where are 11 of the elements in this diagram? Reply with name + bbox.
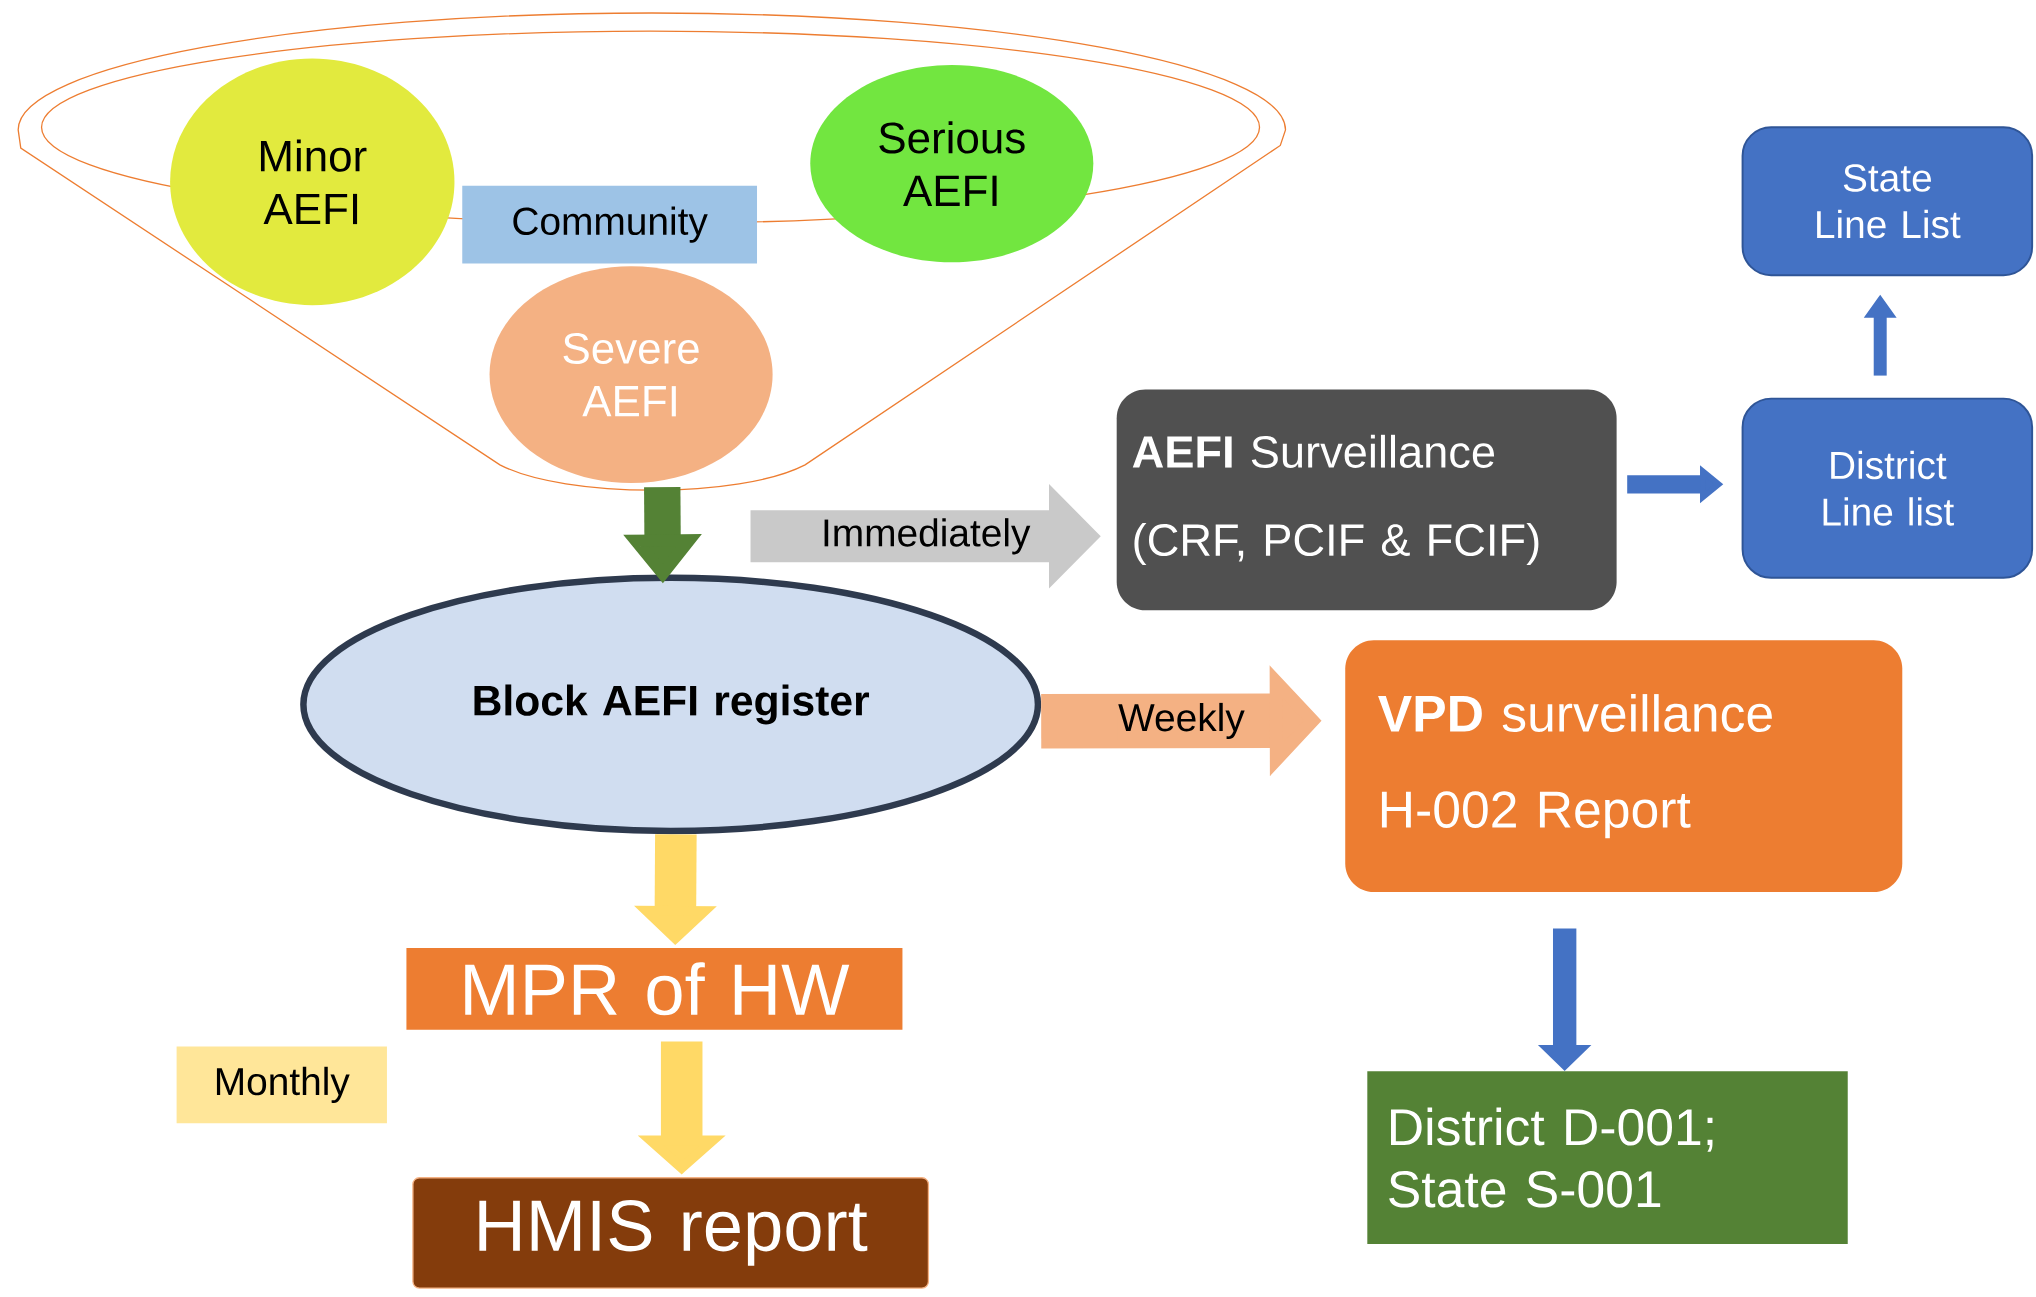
report-box: MPR of HW (406, 947, 903, 1030)
note-box: Monthly (176, 1046, 387, 1124)
process-box: VPD surveillance H-002 Report (1345, 640, 1903, 892)
process-box: AEFI Surveillance (CRF, PCIF & FCIF) (1116, 389, 1617, 611)
edge-label: Weekly (1117, 701, 1246, 740)
label-box: Community (462, 185, 757, 264)
process-box: District Line list (1741, 397, 2034, 579)
report-box: District D-001; State S-001 (1367, 1071, 1848, 1244)
report-box: HMIS report (412, 1177, 930, 1289)
process-box: State Line List (1741, 126, 2034, 277)
edge-label: Immediately (820, 517, 1032, 556)
